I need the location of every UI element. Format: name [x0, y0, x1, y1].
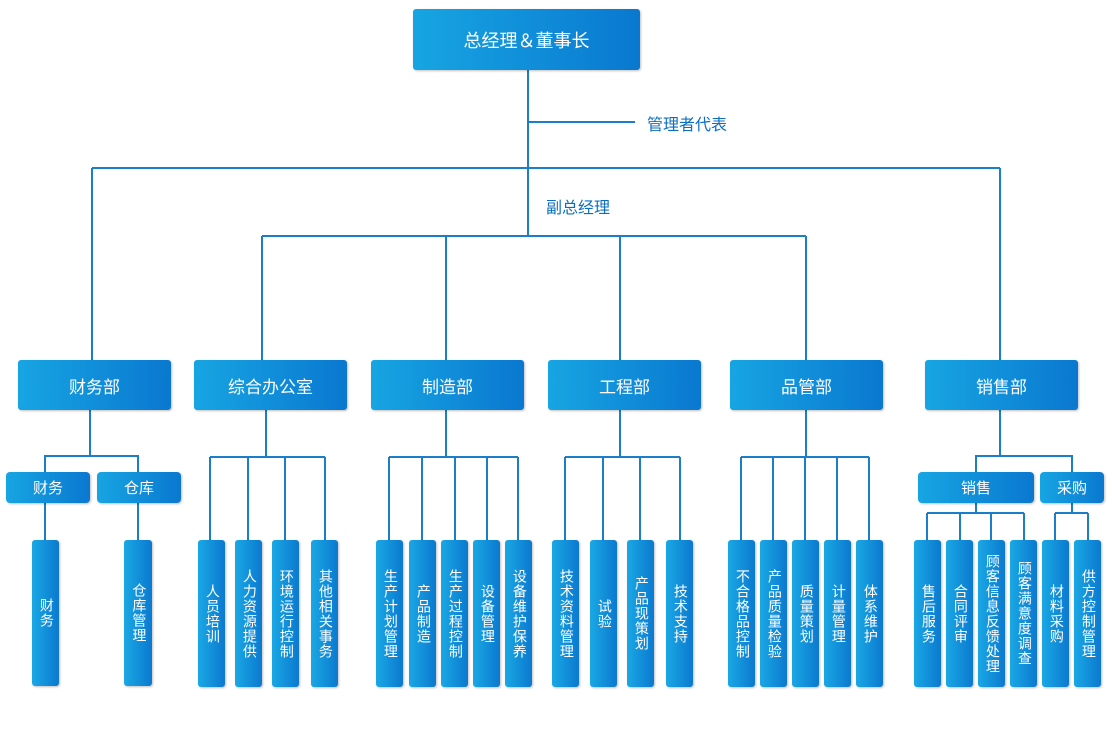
leaf-box: 人员培训: [198, 540, 225, 687]
leaf-box: 生产过程控制: [441, 540, 468, 687]
dept-label: 制造部: [422, 377, 473, 398]
dept-general-office: 综合办公室: [194, 360, 347, 410]
leaf-label: 供方控制管理: [1079, 568, 1096, 659]
dept-engineering: 工程部: [548, 360, 701, 410]
leaf-label: 设备管理: [478, 583, 495, 644]
subgroup-sales: 销售: [918, 472, 1034, 503]
leaf-box: 其他相关事务: [311, 540, 338, 687]
dept-finance: 财务部: [18, 360, 171, 410]
leaf-box: 售后服务: [914, 540, 941, 687]
subgroup-label: 财务: [32, 479, 63, 497]
dept-label: 财务部: [69, 377, 120, 398]
leaf-label: 人员培训: [203, 583, 220, 644]
leaf-label: 材料采购: [1047, 583, 1064, 644]
leaf-label: 人力资源提供: [240, 568, 257, 659]
dept-quality: 品管部: [730, 360, 883, 410]
leaf-box: 产品制造: [409, 540, 436, 687]
leaf-box: 产品现策划: [627, 540, 654, 687]
leaf-box: 产品质量检验: [760, 540, 787, 687]
subgroup-label: 仓库: [123, 479, 154, 497]
dept-label: 工程部: [599, 377, 650, 398]
leaf-box: 材料采购: [1042, 540, 1069, 687]
dept-label: 品管部: [781, 377, 832, 398]
leaf-box: 仓库管理: [124, 540, 152, 686]
leaf-label: 质量策划: [797, 583, 814, 644]
leaf-label: 产品质量检验: [765, 568, 782, 659]
leaf-box: 顾客信息反馈处理: [978, 540, 1005, 687]
leaf-box: 环境运行控制: [272, 540, 299, 687]
general-manager-box: 总经理＆董事长: [413, 9, 640, 70]
subgroup-label: 采购: [1056, 479, 1087, 497]
leaf-label: 顾客信息反馈处理: [983, 553, 1000, 674]
management-representative-label: 管理者代表: [647, 115, 728, 134]
leaf-box: 合同评审: [946, 540, 973, 687]
leaf-box: 设备维护保养: [505, 540, 532, 687]
leaf-box: 设备管理: [473, 540, 500, 687]
leaf-label: 设备维护保养: [510, 568, 527, 659]
leaf-box: 顾客满意度调查: [1010, 540, 1037, 687]
leaf-label: 售后服务: [919, 583, 936, 644]
leaf-label: 产品制造: [414, 583, 431, 644]
dept-label: 销售部: [976, 377, 1027, 398]
dept-sales: 销售部: [925, 360, 1078, 410]
leaf-label: 其他相关事务: [316, 568, 333, 659]
dept-manufacturing: 制造部: [371, 360, 524, 410]
leaf-label: 技术支持: [671, 583, 688, 644]
leaf-label: 合同评审: [951, 583, 968, 644]
leaf-box: 不合格品控制: [728, 540, 755, 687]
subgroup-finance: 财务: [6, 472, 90, 503]
leaf-box: 生产计划管理: [376, 540, 403, 687]
leaf-label: 不合格品控制: [733, 568, 750, 659]
leaf-label: 财务: [37, 598, 54, 628]
leaf-box: 体系维护: [856, 540, 883, 687]
leaf-box: 人力资源提供: [235, 540, 262, 687]
leaf-box: 供方控制管理: [1074, 540, 1101, 687]
leaf-label: 环境运行控制: [277, 568, 294, 659]
leaf-box: 技术支持: [666, 540, 693, 687]
leaf-label: 顾客满意度调查: [1015, 561, 1032, 666]
leaf-label: 体系维护: [861, 583, 878, 644]
leaf-box: 财务: [32, 540, 59, 686]
subgroup-label: 销售: [960, 479, 991, 497]
leaf-label: 产品现策划: [632, 576, 649, 651]
leaf-box: 质量策划: [792, 540, 819, 687]
leaf-label: 技术资料管理: [557, 568, 574, 659]
leaf-label: 仓库管理: [130, 583, 147, 643]
subgroup-warehouse: 仓库: [97, 472, 181, 503]
general-manager-label: 总经理＆董事长: [463, 30, 590, 52]
leaf-label: 生产计划管理: [381, 568, 398, 659]
leaf-box: 试验: [590, 540, 617, 687]
subgroup-purchasing: 采购: [1040, 472, 1104, 503]
leaf-label: 计量管理: [829, 583, 846, 644]
dept-label: 综合办公室: [228, 377, 313, 398]
leaf-box: 计量管理: [824, 540, 851, 687]
deputy-general-manager-label: 副总经理: [546, 198, 611, 217]
leaf-box: 技术资料管理: [552, 540, 579, 687]
leaf-label: 生产过程控制: [446, 568, 463, 659]
leaf-label: 试验: [595, 598, 612, 629]
